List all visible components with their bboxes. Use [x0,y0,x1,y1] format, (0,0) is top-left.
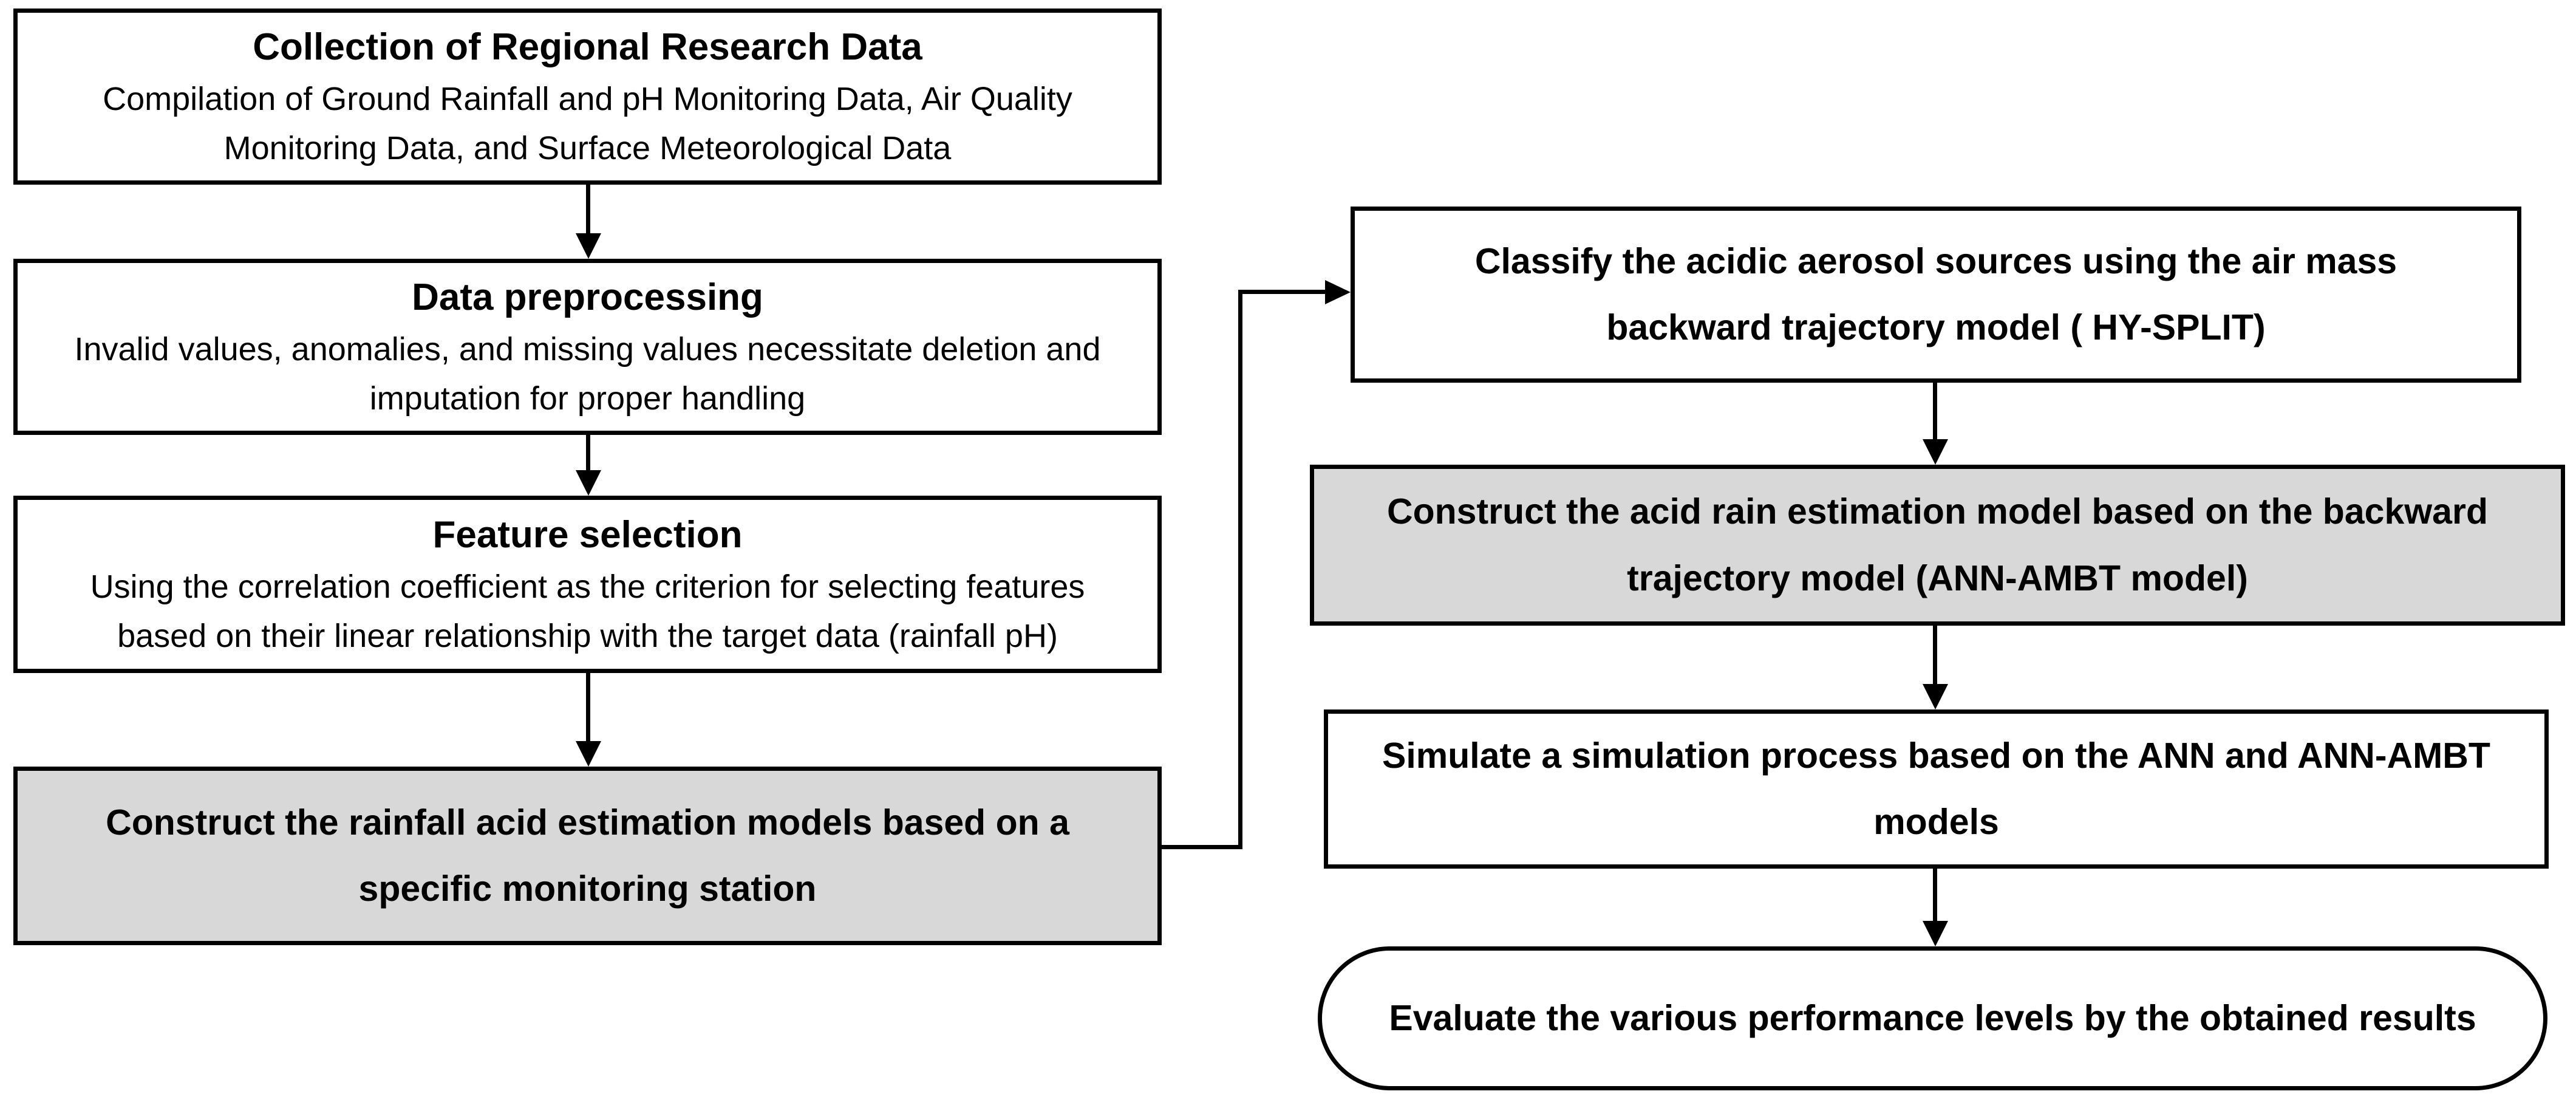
box-title-line: Construct the rainfall acid estimation m… [106,802,1069,843]
arrowhead-down-icon [1923,439,1948,465]
flow-box-collection: Collection of Regional Research Data Com… [13,9,1162,185]
box-title-line: specific monitoring station [358,869,817,909]
box-title-line: trajectory model (ANN-AMBT model) [1627,558,2248,598]
arrow-line [1933,867,1937,923]
box-title-line: models [1873,802,1999,842]
box-body-line: Using the correlation coefficient as the… [90,568,1085,605]
flow-box-preprocessing: Data preprocessing Invalid values, anoma… [13,259,1162,435]
flow-box-classify-sources: Classify the acidic aerosol sources usin… [1351,207,2521,383]
box-title-line: backward trajectory model ( HY-SPLIT) [1606,307,2266,347]
flow-box-construct-ann-ambt: Construct the acid rain estimation model… [1310,465,2565,626]
arrowhead-down-icon [1923,684,1948,709]
box-title: Feature selection [432,514,743,556]
flow-box-feature-selection: Feature selection Using the correlation … [13,496,1162,673]
arrowhead-down-icon [576,233,601,259]
connector-horizontal-segment [1162,845,1242,849]
arrow-line [586,671,590,743]
arrow-line [586,184,590,236]
arrowhead-down-icon [1923,921,1948,946]
arrowhead-down-icon [576,470,601,496]
connector-horizontal-segment [1238,290,1327,294]
arrow-line [1933,381,1937,442]
box-body-line: Invalid values, anomalies, and missing v… [74,330,1101,367]
box-title-line: Simulate a simulation process based on t… [1382,735,2490,776]
arrow-line [1933,624,1937,686]
flow-box-evaluate: Evaluate the various performance levels … [1318,946,2547,1090]
box-title-line: Classify the acidic aerosol sources usin… [1474,241,2397,281]
box-body-line: Compilation of Ground Rainfall and pH Mo… [103,80,1072,117]
arrowhead-down-icon [576,741,601,767]
box-body-line: imputation for proper handling [369,380,806,417]
flow-box-construct-station-models: Construct the rainfall acid estimation m… [13,767,1162,945]
box-body-line: Monitoring Data, and Surface Meteorologi… [223,129,952,166]
box-title: Collection of Regional Research Data [253,26,922,69]
box-title: Data preprocessing [412,276,763,319]
box-title-line: Evaluate the various performance levels … [1389,997,2476,1038]
box-title-line: Construct the acid rain estimation model… [1387,491,2488,532]
arrow-line [586,433,590,473]
connector-vertical-segment [1238,290,1242,849]
arrowhead-right-icon [1325,280,1351,304]
box-body-line: based on their linear relationship with … [117,617,1058,654]
flow-box-simulate: Simulate a simulation process based on t… [1324,709,2549,869]
